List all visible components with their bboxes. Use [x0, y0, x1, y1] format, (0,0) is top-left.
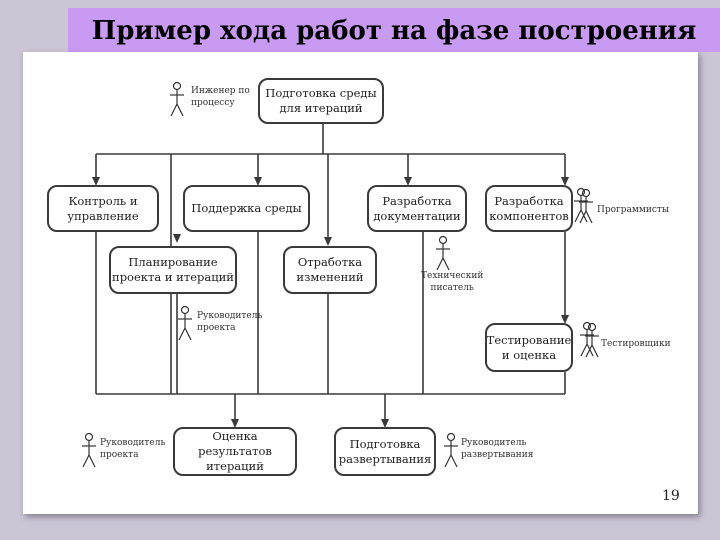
role-deploy-manager: Руководитель развертывания — [461, 438, 534, 460]
arrowhead — [231, 419, 239, 428]
activity-env-support: Поддержка среды — [183, 185, 310, 232]
role-process-engineer: Инженер по процессу — [191, 86, 250, 108]
testers-actor-icon — [580, 321, 599, 358]
slide-title: Пример хода работ на фазе построения — [91, 16, 697, 46]
diagram-connectors — [82, 81, 599, 468]
role-testers: Тестировщики — [601, 339, 671, 349]
arrowhead — [381, 419, 389, 428]
activity-change-proc: Отработка изменений — [283, 246, 377, 294]
activity-eval: Оценка результатов итераций — [173, 427, 297, 476]
arrowhead — [92, 177, 100, 186]
slide-content: Подготовка среды для итераций Контроль и… — [23, 52, 698, 514]
activity-deploy-prep: Подготовка развертывания — [334, 427, 436, 476]
activity-env-prep: Подготовка среды для итераций — [258, 78, 384, 124]
process-engineer-actor-icon — [170, 81, 184, 117]
role-project-manager: Руководитель проекта — [197, 311, 263, 333]
page-number: 19 — [662, 488, 680, 504]
role-tech-writer: Технический писатель — [421, 271, 484, 293]
arrowhead — [324, 237, 332, 246]
deploy-manager-actor-icon — [444, 432, 458, 468]
activity-doc-dev: Разработка документации — [367, 185, 467, 232]
activity-control: Контроль и управление — [47, 185, 159, 232]
tech-writer-actor-icon — [436, 235, 450, 271]
arrowhead — [254, 177, 262, 186]
project-manager-2-actor-icon — [82, 432, 96, 468]
arrowhead — [561, 315, 569, 324]
programmers-actor-icon — [574, 187, 593, 224]
title-bar — [68, 8, 720, 52]
project-manager-actor-icon — [178, 305, 192, 341]
arrowhead — [173, 234, 181, 243]
arrowhead — [561, 177, 569, 186]
activity-planning: Планирование проекта и итераций — [109, 246, 237, 294]
activity-comp-dev: Разработка компонентов — [485, 185, 573, 232]
arrowhead — [404, 177, 412, 186]
role-programmers: Программисты — [597, 205, 670, 215]
role-project-manager-2: Руководитель проекта — [100, 438, 166, 460]
activity-testing: Тестирование и оценка — [485, 323, 573, 372]
